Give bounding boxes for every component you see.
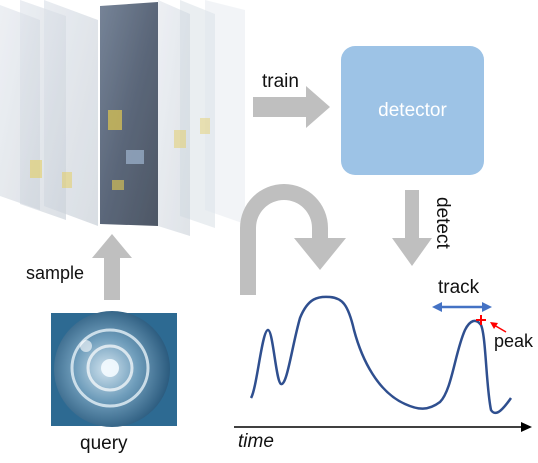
query-label: query [80, 433, 128, 454]
frame-stack-image [0, 0, 245, 236]
frame-front-detail-3 [112, 180, 124, 190]
sample-arrow [92, 234, 132, 300]
sample-label: sample [26, 263, 85, 283]
peak-pointer-arrow [490, 322, 507, 333]
detector-box: detector [341, 46, 484, 175]
frame-front-detail-2 [126, 150, 144, 164]
frame-yellow-4 [200, 118, 210, 134]
response-curve [249, 295, 513, 415]
u-turn-arrow [240, 184, 346, 295]
frame-fore-3 [205, 0, 245, 224]
peak-label: peak [494, 331, 534, 351]
track-label: track [438, 277, 480, 298]
track-double-arrow [432, 302, 492, 312]
frame-back-3 [44, 0, 98, 226]
detect-label: detect [432, 197, 453, 249]
frame-front [100, 2, 158, 226]
frame-yellow-2 [62, 172, 72, 188]
frame-yellow-1 [30, 160, 42, 178]
frame-fore-2 [180, 0, 215, 228]
time-axis-label: time [238, 431, 274, 452]
detect-arrow [392, 190, 432, 266]
detector-label: detector [378, 99, 447, 121]
time-axis [234, 422, 532, 432]
frame-yellow-3 [174, 130, 186, 148]
query-image [51, 311, 177, 427]
frame-front-detail-1 [108, 110, 122, 130]
train-label: train [262, 71, 299, 92]
frame-fore-1 [158, 0, 190, 236]
peak-marker-icon [476, 315, 486, 325]
train-arrow [253, 86, 330, 128]
